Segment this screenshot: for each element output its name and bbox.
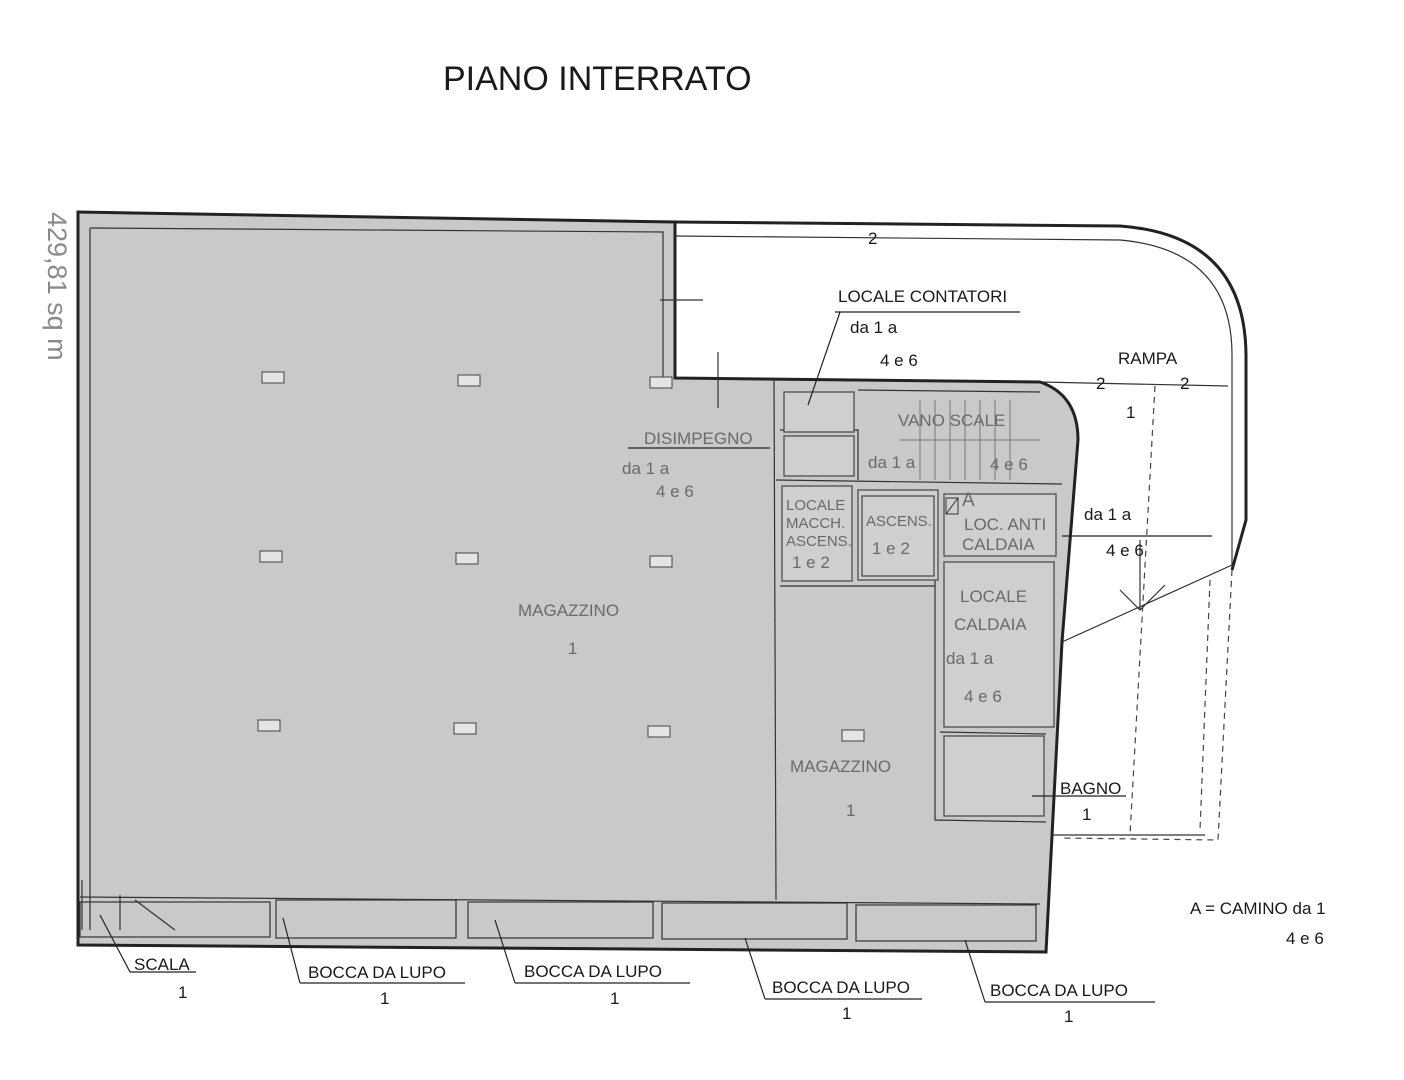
locale-macch-l2: MACCH. [786,515,845,532]
disimpegno-label: DISIMPEGNO [644,429,753,448]
legend-line1: A = CAMINO da 1 [1190,899,1326,918]
locale-macch-l3: ASCENS. [786,533,852,550]
bocca-da-lupo-label: BOCCA DA LUPO [772,978,910,997]
rampa-number: 1 [1126,403,1135,422]
interior-walls [79,299,1063,930]
bocca-da-lupo-label: BOCCA DA LUPO [524,962,662,981]
locale-macch-l1: LOCALE [786,497,845,514]
disimpegno-line1: da 1 a [622,459,670,478]
ramp-mark: 2 [868,229,877,248]
vano-scale-line1: da 1 a [868,453,916,472]
disimpegno-box [783,435,855,477]
locale-macch-l4: 1 e 2 [792,553,830,572]
loc-anti-l2: CALDAIA [962,535,1035,554]
pillars [257,371,865,742]
ascens-line2: 1 e 2 [872,539,910,558]
plan-title: PIANO INTERRATO [443,60,752,98]
bagno-label: BAGNO [1060,779,1121,798]
scala-number: 1 [178,983,187,1002]
magazzino-small-number: 1 [846,801,855,820]
anti-outside-line1: da 1 a [1084,505,1132,524]
bocca-da-lupo-number: 1 [842,1004,851,1023]
locale-macch-box [781,485,853,582]
ramp-mark: 2 [1096,374,1105,393]
locale-contatori-label: LOCALE CONTATORI [838,287,1007,306]
magazzino-main-number: 1 [568,639,577,658]
ramp-mark: 2 [1180,374,1189,393]
legend-line2: 4 e 6 [1286,929,1324,948]
light-wells [79,895,1037,942]
bagno-number: 1 [1082,805,1091,824]
leader-lines [99,311,1212,1003]
building-shape [76,210,1080,954]
locale-caldaia-l3: da 1 a [946,649,994,668]
locale-caldaia-l2: CALDAIA [954,615,1027,634]
bocca-da-lupo-number: 1 [610,989,619,1008]
rampa-label: RAMPA [1118,349,1178,368]
camino-box [945,497,959,515]
stair-lines [900,400,1040,480]
vano-scale-line2: 4 e 6 [990,455,1028,474]
disimpegno-line2: 4 e 6 [656,482,694,501]
loc-anti-l1: LOC. ANTI [964,515,1046,534]
service-rooms [781,391,1057,817]
locale-caldaia-l4: 4 e 6 [964,687,1002,706]
bocca-da-lupo-label: BOCCA DA LUPO [990,981,1128,1000]
magazzino-main-label: MAGAZZINO [518,601,619,620]
loc-anti-caldaia-box [943,493,1057,557]
ascens-label: ASCENS. [866,513,932,530]
ramp-outline [674,220,1248,841]
locale-caldaia-l1: LOCALE [960,587,1027,606]
locale-contatori-line1: da 1 a [850,318,898,337]
camino-mark: A [962,490,975,511]
bocca-da-lupo-number: 1 [1064,1007,1073,1026]
vano-scale-label: VANO SCALE [898,411,1005,430]
magazzino-small-label: MAGAZZINO [790,757,891,776]
bocca-da-lupo-number: 1 [380,989,389,1008]
area-label: 429,81 sq m [42,212,72,361]
locale-contatori-box [783,391,855,433]
anti-outside-line2: 4 e 6 [1106,541,1144,560]
locale-contatori-line2: 4 e 6 [880,351,918,370]
bagno-box [943,735,1045,817]
locale-caldaia-box [943,561,1055,728]
bocca-da-lupo-label: BOCCA DA LUPO [308,963,446,982]
scala-label: SCALA [134,955,190,974]
